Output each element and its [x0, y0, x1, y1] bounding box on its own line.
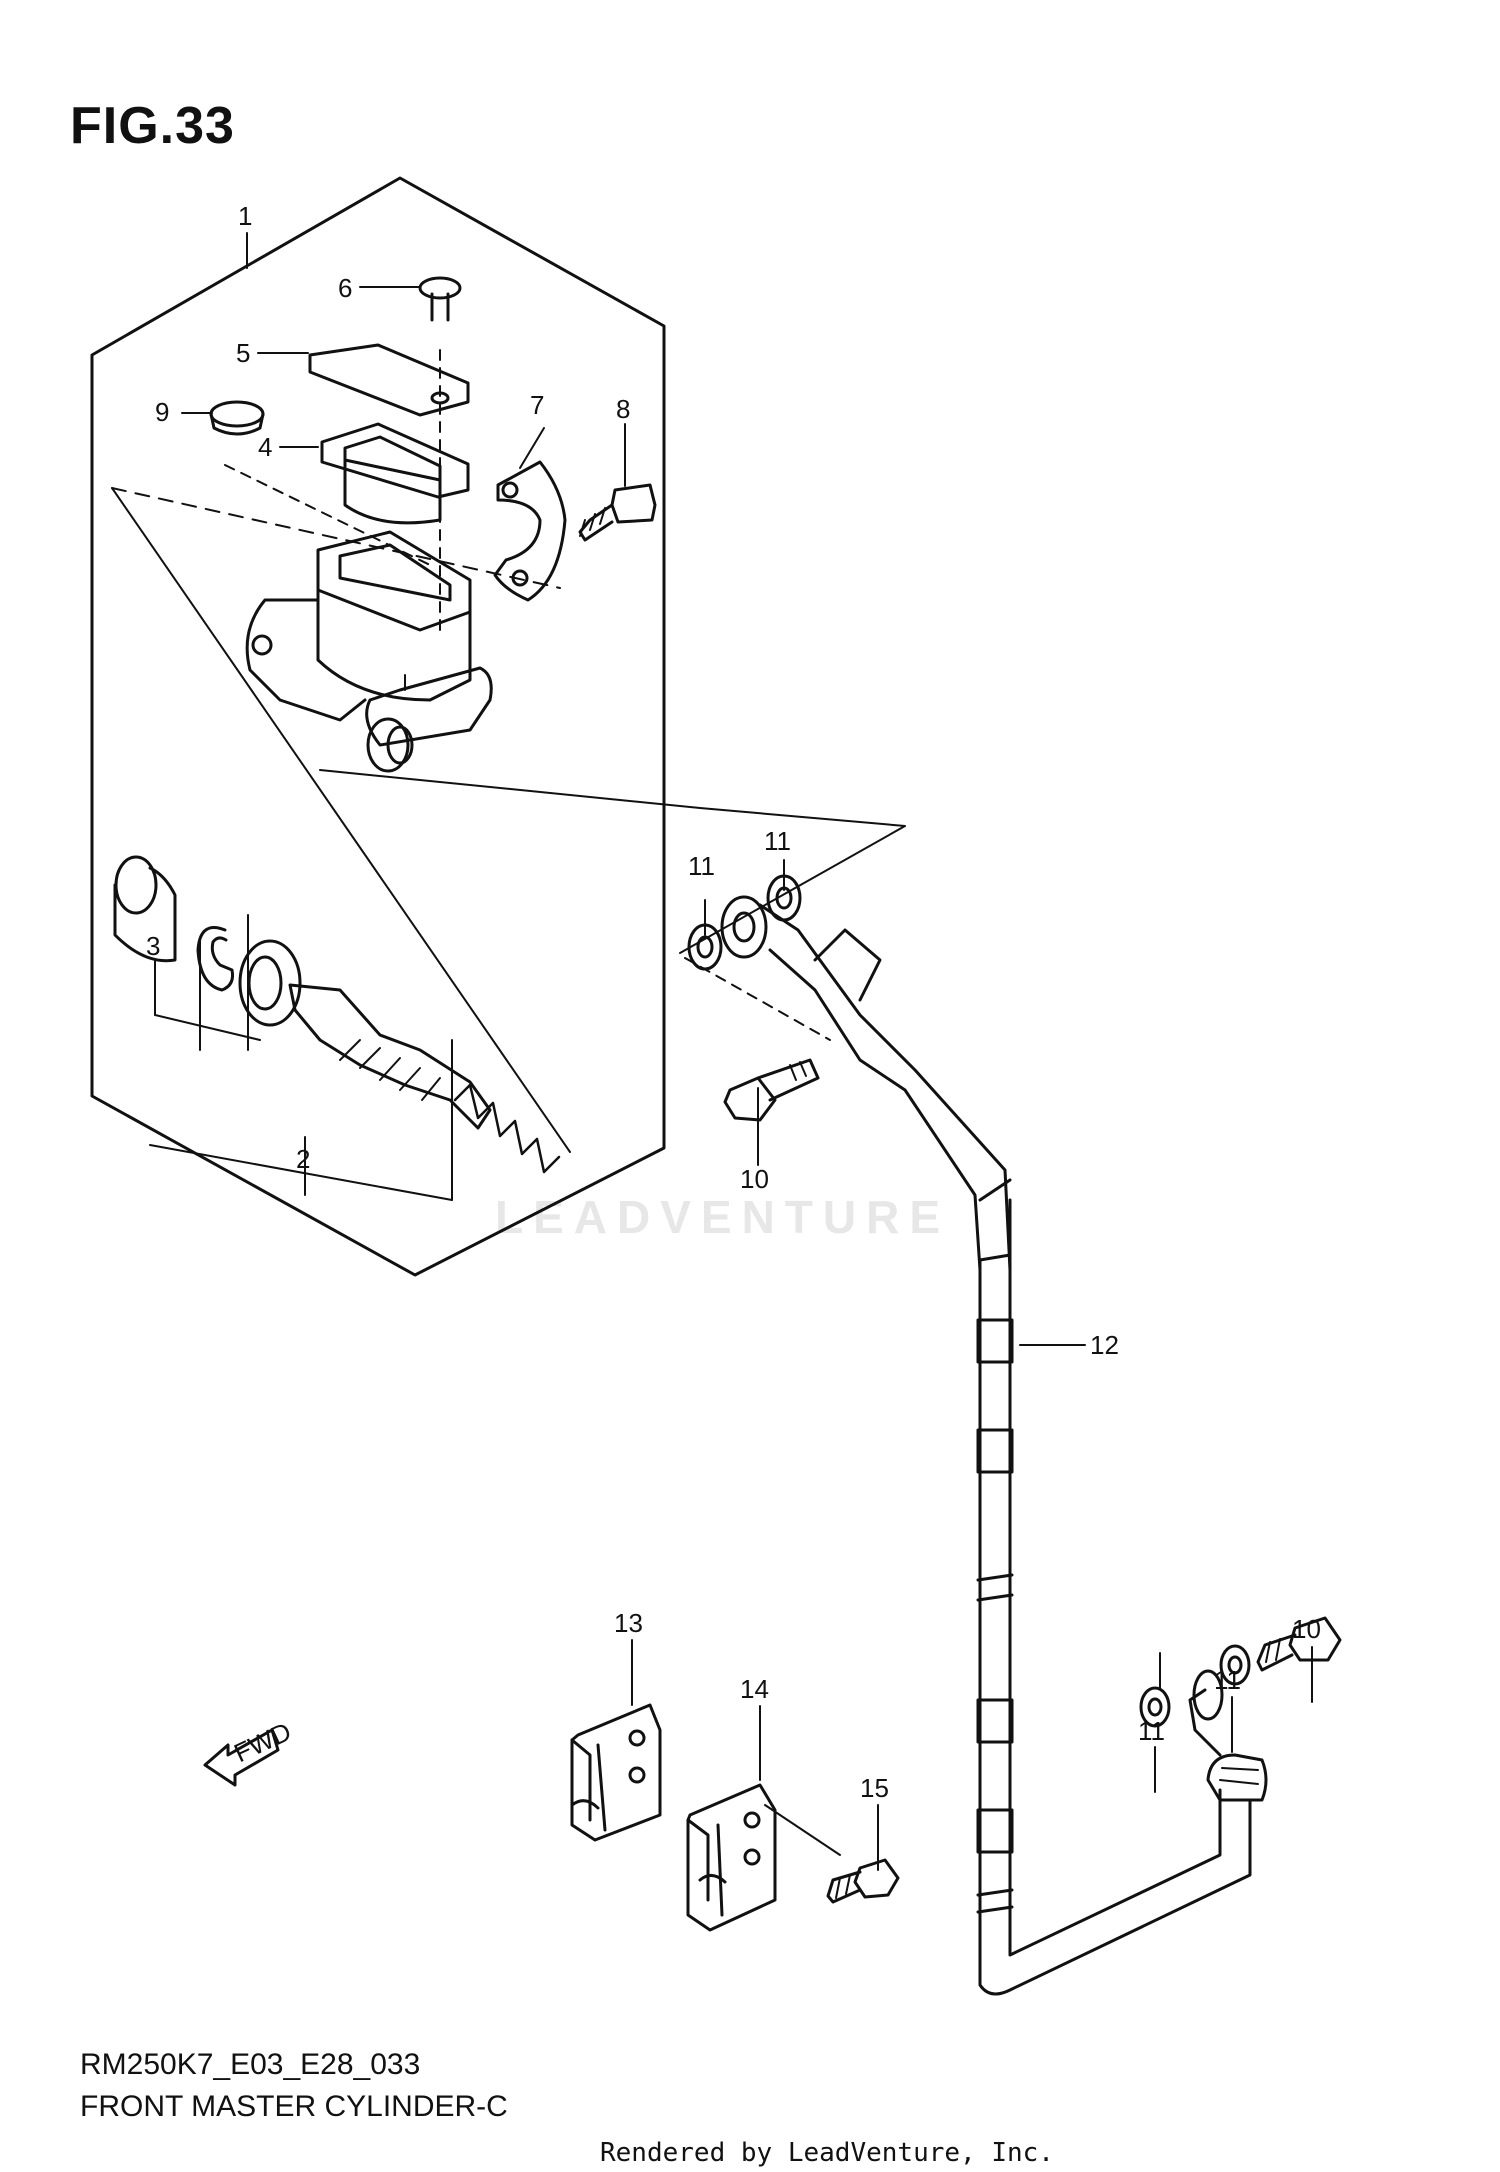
callout-9: 9	[155, 397, 169, 427]
part-12-brake-hose	[720, 895, 1268, 1996]
part-14-hose-guide	[686, 1783, 777, 1932]
callout-4: 4	[258, 432, 272, 462]
callout-11d: 11	[1138, 1716, 1165, 1746]
part-15-bolt	[826, 1858, 900, 1904]
callout-8: 8	[616, 394, 630, 424]
callout-7: 7	[530, 390, 544, 420]
piston	[288, 983, 492, 1130]
callout-10a: 10	[740, 1164, 769, 1194]
model-code: RM250K7_E03_E28_033	[80, 2048, 421, 2081]
callout-1: 1	[238, 201, 252, 231]
callout-5: 5	[236, 338, 250, 368]
washer	[238, 939, 302, 1027]
render-credit: Rendered by LeadVenture, Inc.	[600, 2138, 1054, 2168]
assembly-outline	[90, 176, 666, 1277]
callout-13: 13	[614, 1608, 643, 1638]
master-cylinder-body	[245, 530, 493, 773]
part-name: FRONT MASTER CYLINDER-C	[80, 2090, 508, 2123]
callout-11a: 11	[688, 851, 715, 881]
callout-12: 12	[1090, 1330, 1119, 1360]
callout-3: 3	[146, 931, 160, 961]
callout-2: 2	[296, 1144, 310, 1174]
watermark: LEADVENTURE	[495, 1191, 951, 1243]
leader-lines	[149, 232, 1313, 1871]
part-4-diaphragm	[320, 422, 470, 525]
part-10-bolt-bottom	[1256, 1616, 1342, 1672]
part-13-hose-guide	[570, 1703, 662, 1842]
callout-14: 14	[740, 1674, 769, 1704]
part-8-bolt	[578, 483, 657, 542]
part-9-plug	[209, 400, 265, 436]
part-6-screw	[418, 276, 462, 322]
callout-numbers: 1 6 5 9 4 7 8 3 2 11 11 10 12 10 11 11 1…	[146, 201, 1321, 1803]
part-10-bolt-top	[723, 1058, 820, 1122]
callout-15: 15	[860, 1773, 889, 1803]
callout-6: 6	[338, 273, 352, 303]
fwd-arrow-icon: FWD	[203, 1716, 296, 1787]
callout-11b: 11	[764, 826, 791, 856]
figure-title: FIG.33	[70, 97, 235, 155]
spring	[453, 1083, 561, 1174]
part-11-washers-bottom	[1139, 1644, 1251, 1728]
part-3-boot	[113, 855, 177, 963]
circlip	[196, 926, 234, 992]
part-5-cap	[308, 343, 470, 417]
callout-10b: 10	[1292, 1614, 1321, 1644]
part-7-clamp	[493, 460, 567, 602]
callout-11c: 11	[1214, 1665, 1241, 1695]
